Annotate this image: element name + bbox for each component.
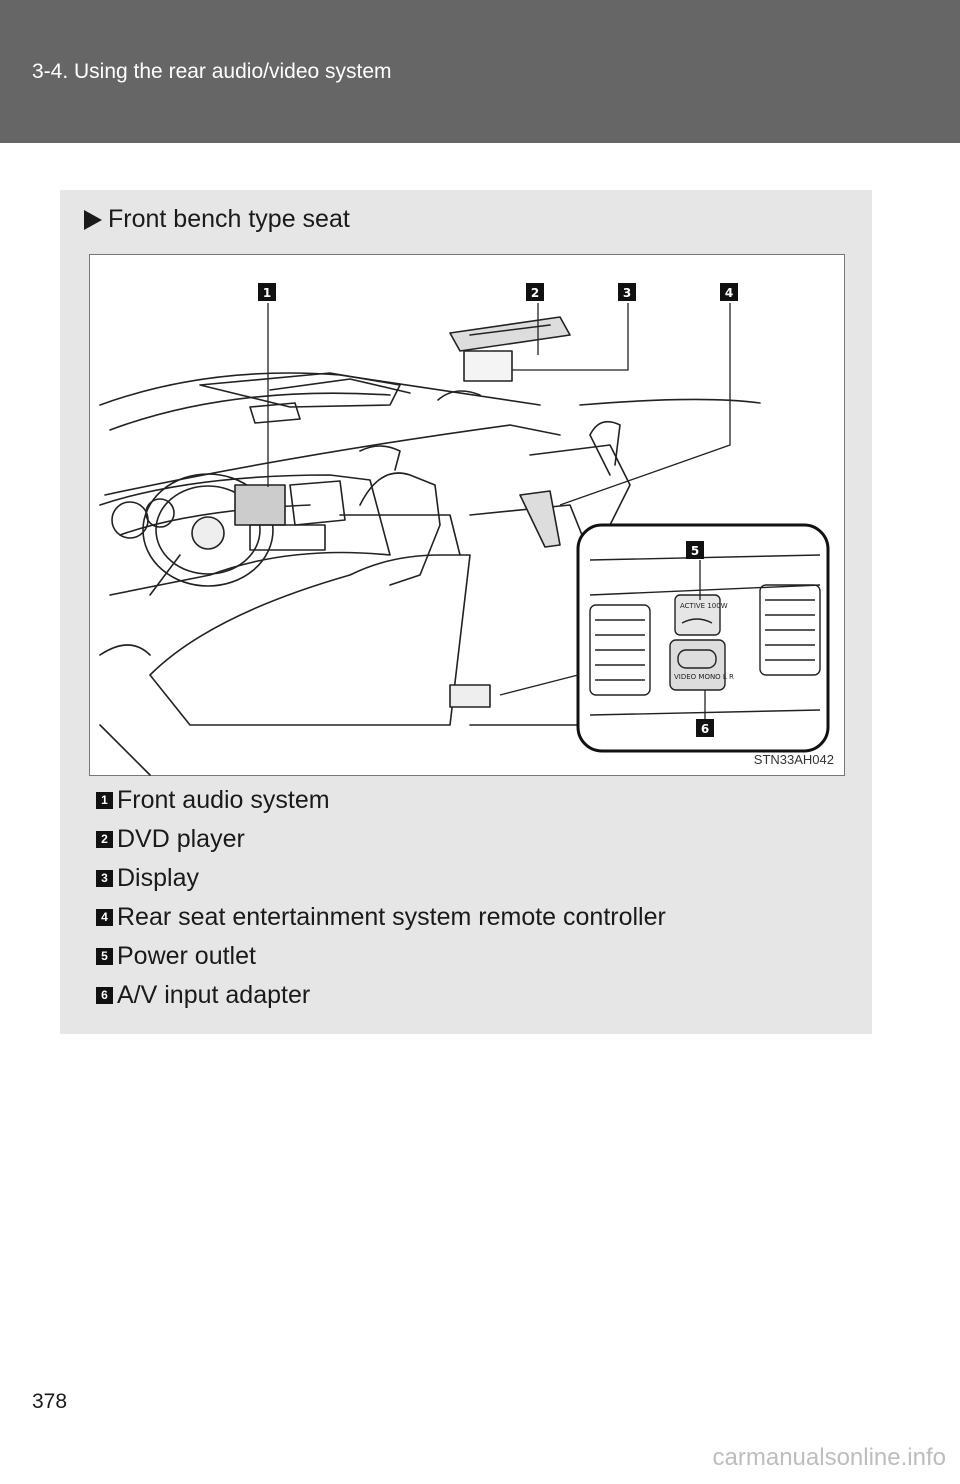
legend-label: Rear seat entertainment system remote co…	[117, 902, 666, 931]
legend-item-av-adapter: 6 A/V input adapter	[96, 979, 310, 1011]
legend-item-dvd-player: 2 DVD player	[96, 823, 245, 855]
legend-number-badge: 6	[96, 986, 113, 1004]
legend-item-power-outlet: 5 Power outlet	[96, 940, 256, 972]
callout-3-number: 3	[623, 286, 631, 300]
callout-6-number: 6	[701, 722, 709, 736]
legend-label: DVD player	[117, 824, 245, 853]
section-heading: Front bench type seat	[82, 205, 350, 234]
watermark: carmanualsonline.info	[712, 1444, 946, 1471]
interior-illustration: 1 2 3 4 5 6 ACTIVE 100W VIDEO MONO L R S…	[89, 254, 845, 776]
section-heading-text: Front bench type seat	[108, 205, 350, 233]
page-number: 378	[32, 1390, 68, 1413]
section-title: 3-4. Using the rear audio/video system	[32, 60, 392, 83]
play-triangle-icon	[84, 209, 102, 230]
interior-drawing: 1 2 3 4 5 6 ACTIVE 100W VIDEO MONO L R	[99, 283, 830, 776]
callout-6	[696, 719, 714, 737]
legend-number-badge: 1	[96, 791, 113, 809]
legend-label: Front audio system	[117, 785, 330, 814]
callout-4	[720, 283, 738, 301]
legend-number-badge: 4	[96, 908, 113, 926]
callout-1	[258, 283, 276, 301]
callout-5-number: 5	[691, 544, 699, 558]
legend-item-front-audio: 1 Front audio system	[96, 784, 330, 816]
legend-label: Power outlet	[117, 941, 256, 970]
callout-2-number: 2	[531, 286, 539, 300]
legend-number-badge: 3	[96, 869, 113, 887]
legend-label: A/V input adapter	[117, 980, 311, 1009]
legend-item-remote-controller: 4 Rear seat entertainment system remote …	[96, 901, 666, 933]
figure-code: STN33AH042	[753, 752, 834, 767]
page-header: 3-4. Using the rear audio/video system	[0, 0, 960, 143]
legend-item-display: 3 Display	[96, 862, 199, 894]
outlet-label: ACTIVE 100W	[680, 602, 728, 610]
callout-4-number: 4	[725, 286, 733, 300]
av-adapter-label: VIDEO MONO L R	[674, 673, 734, 681]
callout-3	[618, 283, 636, 301]
callout-5	[686, 541, 704, 559]
legend-number-badge: 5	[96, 947, 113, 965]
legend-number-badge: 2	[96, 830, 113, 848]
callout-2	[526, 283, 544, 301]
legend-label: Display	[117, 863, 199, 892]
callout-1-number: 1	[263, 286, 271, 300]
